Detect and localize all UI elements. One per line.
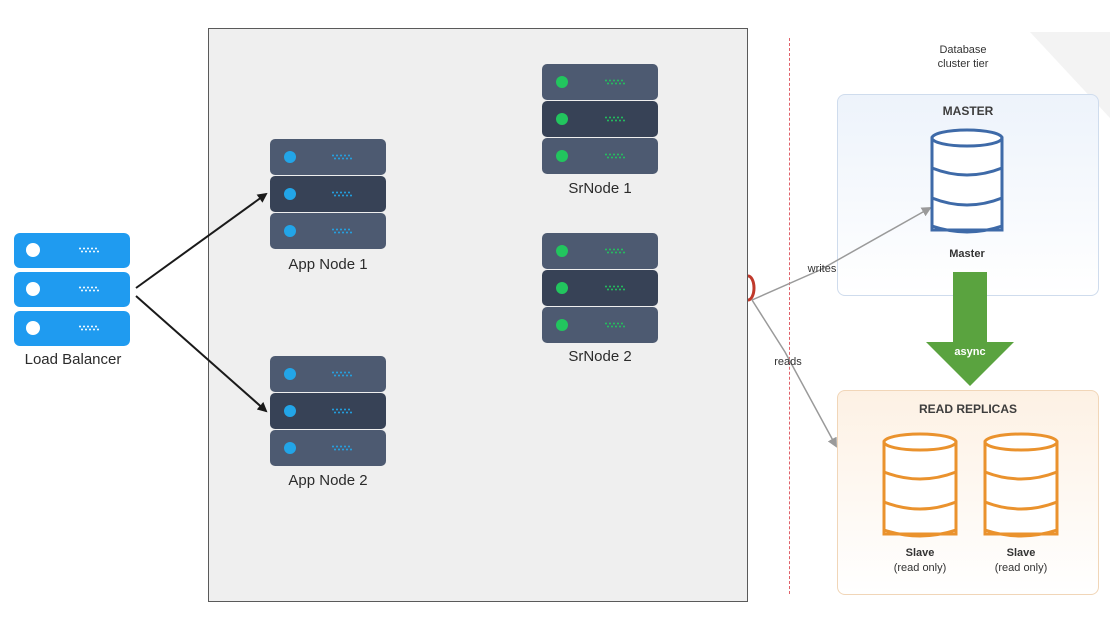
app-node-2-server-icon [270, 356, 386, 466]
arrow-lb-to-app-node-2 [135, 295, 268, 413]
app-node-1-label: App Node 1 [288, 256, 368, 273]
slave-1-label: Slave [905, 547, 935, 559]
sr-node-2-label: SrNode 2 [568, 348, 632, 365]
arrow-writes [751, 207, 932, 301]
read-replicas-header: READ REPLICAS [918, 402, 1017, 416]
reads-label: reads [774, 356, 802, 368]
arrow-reads [751, 299, 837, 448]
sr-node-1-label: SrNode 1 [568, 180, 632, 197]
slave-1-note: (read only) [893, 562, 947, 574]
load-balancer-server-icon [14, 233, 130, 346]
async-label: async [954, 346, 986, 358]
app-node-2-label: App Node 2 [288, 472, 368, 489]
tier-divider [789, 38, 790, 594]
sr-node-2-server-icon [542, 233, 658, 343]
sr-node-1-server-icon [542, 64, 658, 174]
slave-2-note: (read only) [994, 562, 1048, 574]
master-label: Master [949, 248, 985, 260]
app-node-1-server-icon [270, 139, 386, 249]
master-header: MASTER [942, 104, 994, 118]
slave-database-icon-1 [882, 432, 958, 538]
arrow-lb-to-app-node-1 [135, 192, 268, 289]
slave-database-icon-2 [983, 432, 1059, 538]
async-arrow-icon [926, 272, 1014, 386]
master-database-icon [930, 128, 1004, 234]
connection-marker-icon [747, 274, 756, 302]
writes-label: writes [807, 263, 837, 275]
database-tier-title: Database cluster tier [937, 44, 989, 70]
slave-2-label: Slave [1006, 547, 1036, 559]
load-balancer-label: Load Balancer [24, 351, 122, 368]
